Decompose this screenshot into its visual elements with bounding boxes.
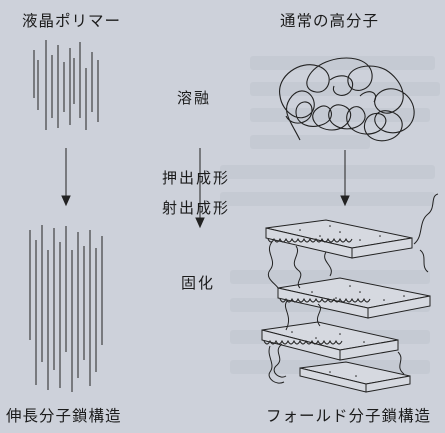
bottom-left-label: 伸長分子鎖構造 [6, 407, 122, 425]
lamella-dots [291, 225, 405, 377]
bottom-right-label: フォールド分子鎖構造 [266, 407, 432, 425]
top-left-label: 液晶ポリマー [22, 12, 122, 30]
center-process-arrow [195, 148, 205, 229]
extended-chain-structure [29, 225, 103, 392]
step-extrude-label: 押出成形 [162, 169, 231, 187]
random-coil-melt [279, 57, 415, 142]
lc-polymer-melt-chains [33, 40, 99, 130]
left-process-arrow [61, 148, 71, 207]
top-right-label: 通常の高分子 [280, 12, 380, 30]
folded-chain-lamellae [261, 219, 431, 393]
step-solidify-label: 固化 [181, 274, 216, 292]
step-inject-label: 射出成形 [162, 199, 231, 217]
tie-chains [267, 193, 439, 384]
right-process-arrow [340, 150, 350, 207]
step-melt-label: 溶融 [177, 89, 212, 107]
